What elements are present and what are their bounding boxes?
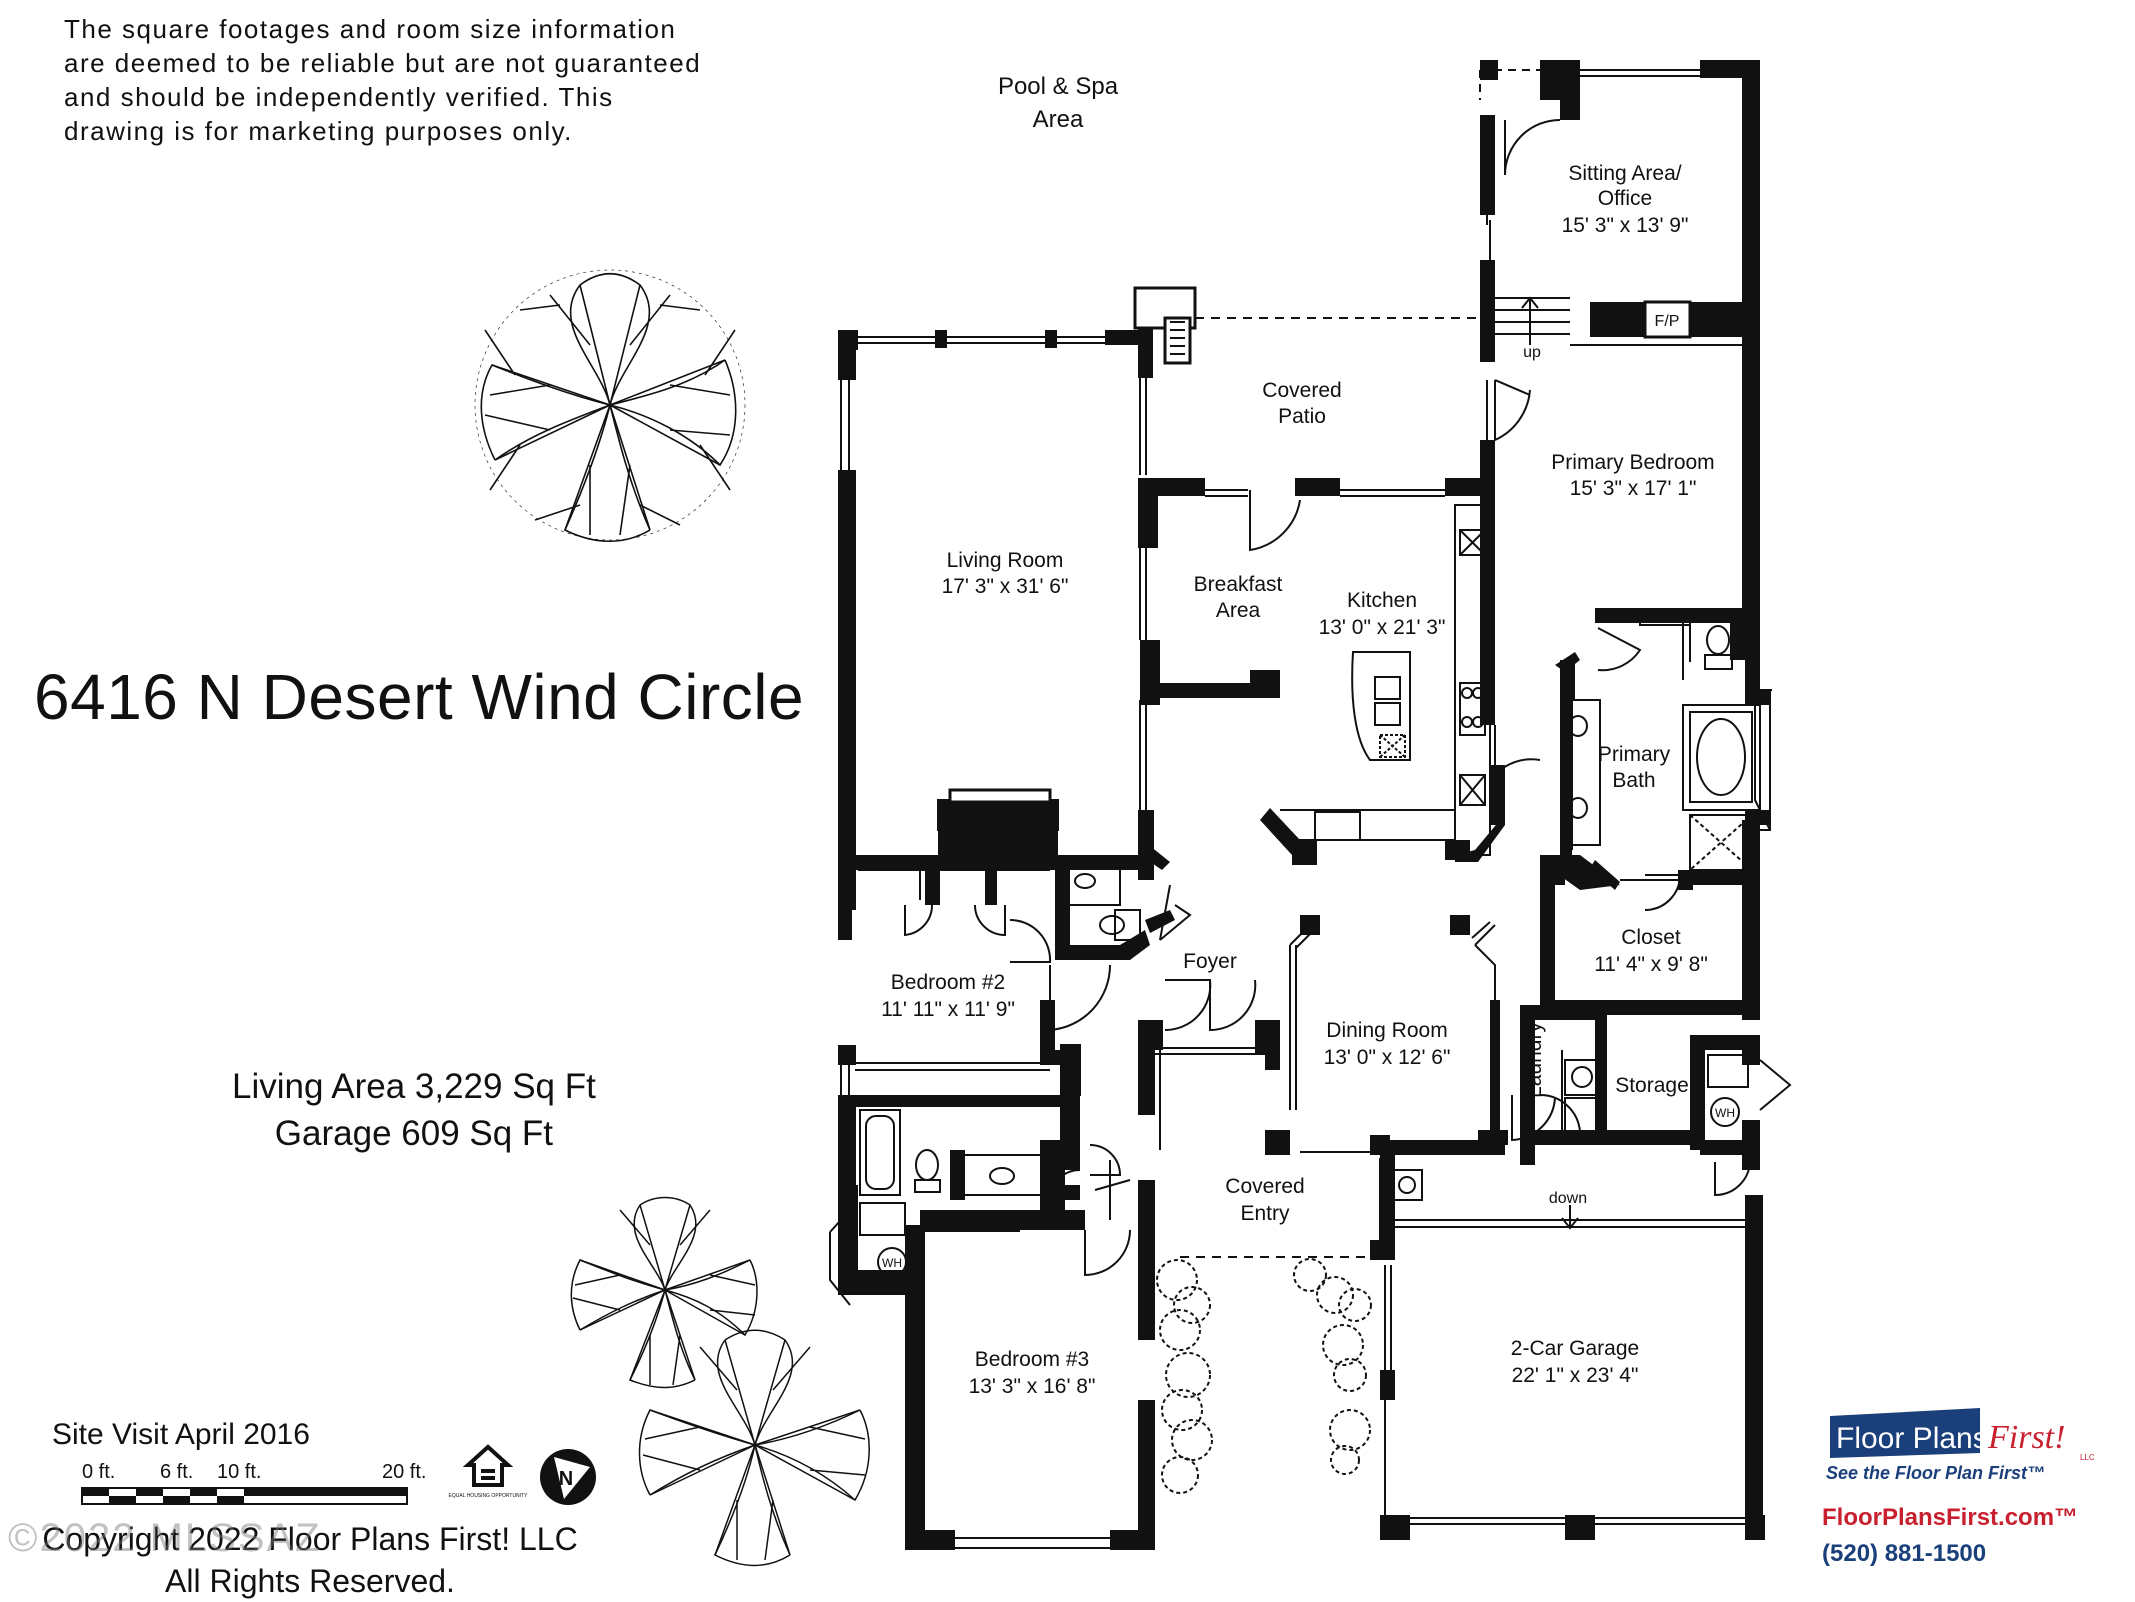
svg-text:EQUAL HOUSING OPPORTUNITY: EQUAL HOUSING OPPORTUNITY	[449, 1493, 529, 1499]
storage-label: Storage	[1615, 1074, 1689, 1097]
scale-bar: 0 ft. 6 ft. 10 ft. 20 ft.	[81, 1461, 426, 1505]
svg-text:10 ft.: 10 ft.	[217, 1461, 261, 1483]
pool-label: Area	[1033, 106, 1084, 133]
svg-text:6 ft.: 6 ft.	[160, 1461, 193, 1483]
copyright-line: Copyright 2022 Floor Plans First! LLC	[42, 1521, 578, 1557]
svg-text:LLC: LLC	[2080, 1453, 2095, 1462]
svg-text:N: N	[559, 1468, 573, 1490]
covered-entry-label: Covered	[1225, 1175, 1304, 1198]
living-area-text: Living Area 3,229 Sq Ft	[232, 1067, 596, 1106]
svg-text:First!: First!	[1987, 1419, 2065, 1456]
pool-label: Pool & Spa	[998, 73, 1119, 100]
laundry-label: Laundry	[1523, 1022, 1546, 1098]
kitchen-dim: 13' 0" x 21' 3"	[1319, 616, 1446, 639]
covered-entry-label: Entry	[1240, 1202, 1290, 1225]
garage-dim: 22' 1" x 23' 4"	[1512, 1364, 1639, 1387]
water-heater-label: WH	[882, 1256, 902, 1270]
tree-icon	[570, 1196, 758, 1389]
brand-website: FloorPlansFirst.com™	[1822, 1504, 2079, 1531]
tree-icon	[474, 269, 746, 543]
svg-text:20 ft.: 20 ft.	[382, 1461, 426, 1483]
equal-housing-opportunity-icon: EQUAL HOUSING OPPORTUNITY	[449, 1444, 529, 1499]
bedroom2-dim: 11' 11" x 11' 9"	[881, 998, 1015, 1021]
fireplace-label: F/P	[1655, 313, 1680, 330]
primary-bedroom-dim: 15' 3" x 17' 1"	[1570, 477, 1697, 500]
sitting-label: Office	[1598, 187, 1652, 210]
garage-steps-down-label: down	[1549, 1190, 1587, 1207]
north-arrow-icon: N	[540, 1449, 596, 1505]
garage-area-text: Garage 609 Sq Ft	[274, 1114, 554, 1153]
copyright-text: Copyright 2022 Floor Plans First! LLC Al…	[0, 1518, 620, 1602]
site-visit-text: Site Visit April 2016	[52, 1418, 310, 1451]
primary-bath-label: Primary	[1598, 743, 1671, 766]
primary-bedroom-label: Primary Bedroom	[1551, 451, 1714, 474]
bedroom2-label: Bedroom #2	[891, 971, 1005, 994]
closet-label: Closet	[1621, 926, 1681, 949]
copyright-line: All Rights Reserved.	[165, 1563, 455, 1599]
patio-label: Patio	[1278, 405, 1326, 428]
svg-text:0 ft.: 0 ft.	[82, 1461, 115, 1483]
closet-dim: 11' 4" x 9' 8"	[1594, 953, 1708, 976]
tree-icon	[638, 1329, 870, 1567]
walls	[838, 60, 1770, 1550]
living-room-label: Living Room	[947, 549, 1064, 572]
shrub-icon	[1156, 1258, 1372, 1494]
breakfast-label: Breakfast	[1194, 573, 1283, 596]
foyer-label: Foyer	[1183, 950, 1237, 973]
living-room-dim: 17' 3" x 31' 6"	[942, 575, 1069, 598]
water-heater-label: WH	[1715, 1106, 1735, 1120]
patio-label: Covered	[1262, 379, 1341, 402]
brand-phone: (520) 881-1500	[1822, 1540, 1987, 1567]
room-labels: Pool & Spa Area Sitting Area/ Office 15'…	[881, 73, 1735, 1398]
svg-text:Floor Plans: Floor Plans	[1836, 1422, 1988, 1455]
square-footage: Living Area 3,229 Sq Ft Garage 609 Sq Ft	[232, 1063, 596, 1157]
primary-bath-label: Bath	[1612, 769, 1655, 792]
floor-plans-first-logo: Floor Plans First! LLC	[1830, 1408, 2095, 1462]
bedroom3-dim: 13' 3" x 16' 8"	[969, 1375, 1096, 1398]
kitchen-label: Kitchen	[1347, 589, 1417, 612]
mls-watermark: ©2022 MLSSAZ	[8, 1516, 322, 1560]
brand-tagline: See the Floor Plan First™	[1826, 1463, 2046, 1483]
disclaimer-text: The square footages and room size inform…	[64, 14, 702, 146]
dining-room-label: Dining Room	[1326, 1019, 1447, 1042]
stairs-up-label: up	[1523, 344, 1541, 361]
sitting-dim: 15' 3" x 13' 9"	[1562, 214, 1689, 237]
property-address: 6416 N Desert Wind Circle	[34, 661, 805, 733]
garage-label: 2-Car Garage	[1511, 1337, 1639, 1360]
door-swings	[829, 119, 1792, 1306]
bedroom3-label: Bedroom #3	[975, 1348, 1089, 1371]
dining-room-dim: 13' 0" x 12' 6"	[1324, 1046, 1451, 1069]
sitting-label: Sitting Area/	[1568, 162, 1681, 185]
breakfast-label: Area	[1216, 599, 1261, 622]
